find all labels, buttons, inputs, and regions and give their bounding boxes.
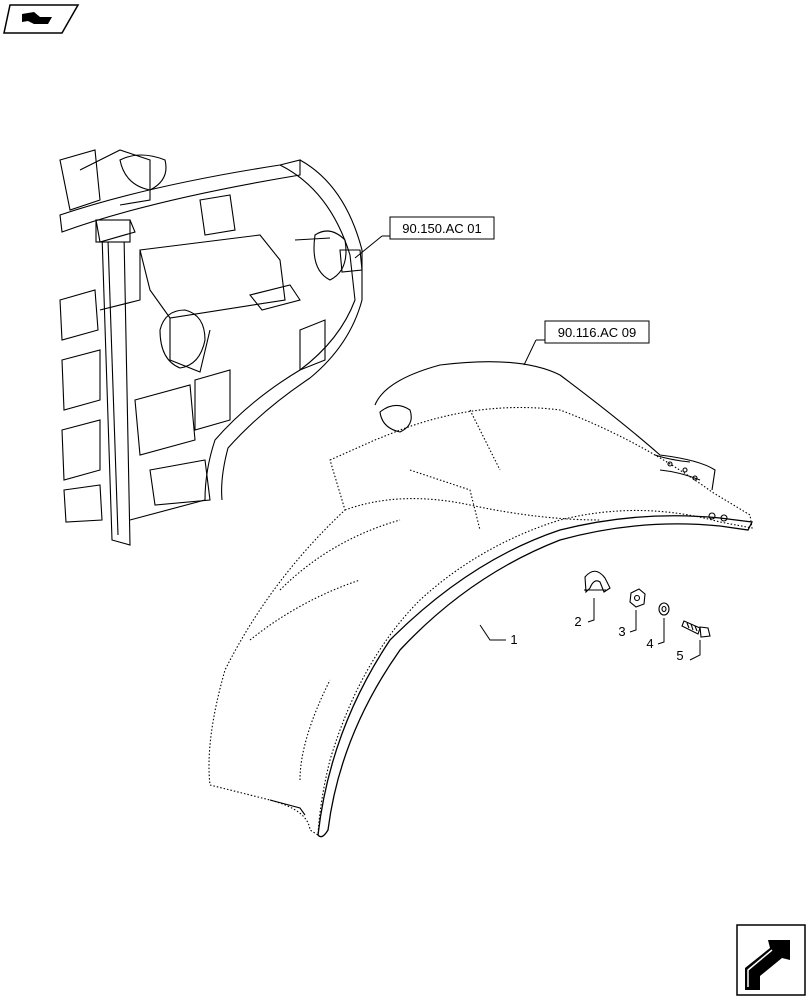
callout-1[interactable]: 1 <box>479 624 518 647</box>
part-washer-icon <box>658 602 670 616</box>
cab-frame-illustration <box>59 149 363 546</box>
callout-label-2: 2 <box>574 614 581 629</box>
part-bolt-icon <box>681 620 711 638</box>
part-clip-icon <box>584 570 611 594</box>
callout-label-4: 4 <box>646 636 653 651</box>
callout-2[interactable]: 2 <box>574 598 595 629</box>
reference-text-fender: 90.116.AC 09 <box>558 325 637 340</box>
callout-label-3: 3 <box>618 624 625 639</box>
reference-text-cab: 90.150.AC 01 <box>402 221 482 236</box>
callout-5[interactable]: 5 <box>676 640 701 663</box>
fender-illustration <box>208 361 753 838</box>
callout-label-5: 5 <box>676 648 683 663</box>
callout-label-1: 1 <box>510 632 517 647</box>
part-nut-icon <box>629 588 646 608</box>
previous-page-arrow-icon[interactable] <box>3 4 80 34</box>
reference-label-cab[interactable]: 90.150.AC 01 <box>354 216 495 259</box>
reference-label-fender[interactable]: 90.116.AC 09 <box>523 320 650 366</box>
callout-3[interactable]: 3 <box>618 610 637 639</box>
next-page-arrow-icon[interactable] <box>736 924 806 996</box>
callout-4[interactable]: 4 <box>646 618 665 651</box>
